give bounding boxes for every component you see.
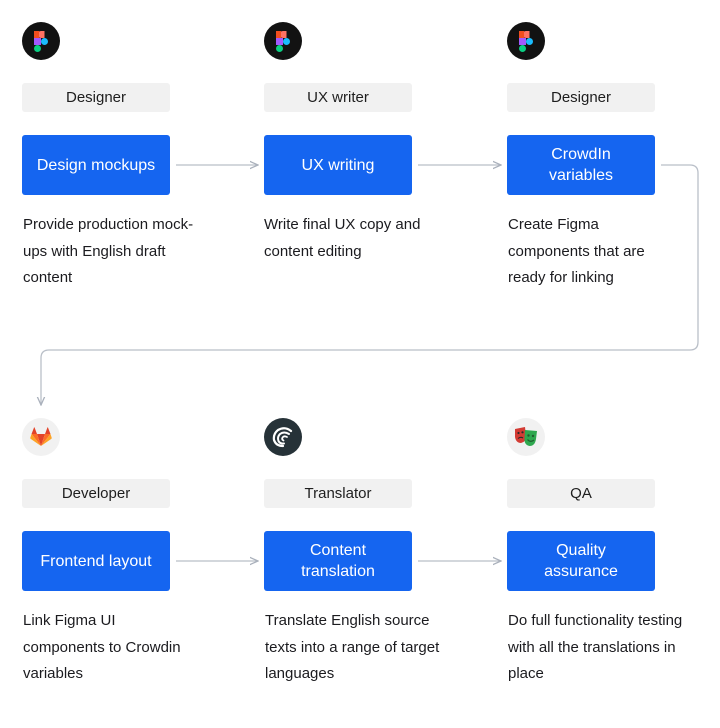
- role-label-designer: Designer: [22, 83, 170, 112]
- step-description: Write final UX copy and content editing: [264, 216, 421, 260]
- figma-icon: [22, 22, 60, 60]
- step-frontend-layout: Frontend layout: [22, 531, 170, 591]
- step-ux-writing: UX writing: [264, 135, 412, 195]
- role-label-developer: Developer: [22, 479, 170, 508]
- step-description: Provide production mock-ups with English…: [23, 216, 194, 286]
- step-quality-assurance: Quality assurance: [507, 531, 655, 591]
- role-label-designer: Designer: [507, 83, 655, 112]
- role-label-qa: QA: [507, 479, 655, 508]
- crowdin-icon: [264, 418, 302, 456]
- step-crowdin-variables: CrowdIn variables: [507, 135, 655, 195]
- step-content-translation: Content translation: [264, 531, 412, 591]
- figma-icon: [507, 22, 545, 60]
- gitlab-icon: [22, 418, 60, 456]
- role-label-translator: Translator: [264, 479, 412, 508]
- step-description: Link Figma UI components to Crowdin vari…: [23, 612, 181, 682]
- role-label-ux-writer: UX writer: [264, 83, 412, 112]
- step-design-mockups: Design mockups: [22, 135, 170, 195]
- step-description: Do full functionality testing with all t…: [508, 612, 683, 682]
- step-description: Create Figma components that are ready f…: [508, 216, 645, 286]
- figma-icon: [264, 22, 302, 60]
- theater-masks-icon: [507, 418, 545, 456]
- step-description: Translate English source texts into a ra…: [265, 612, 440, 682]
- connector-3-4: [41, 164, 699, 405]
